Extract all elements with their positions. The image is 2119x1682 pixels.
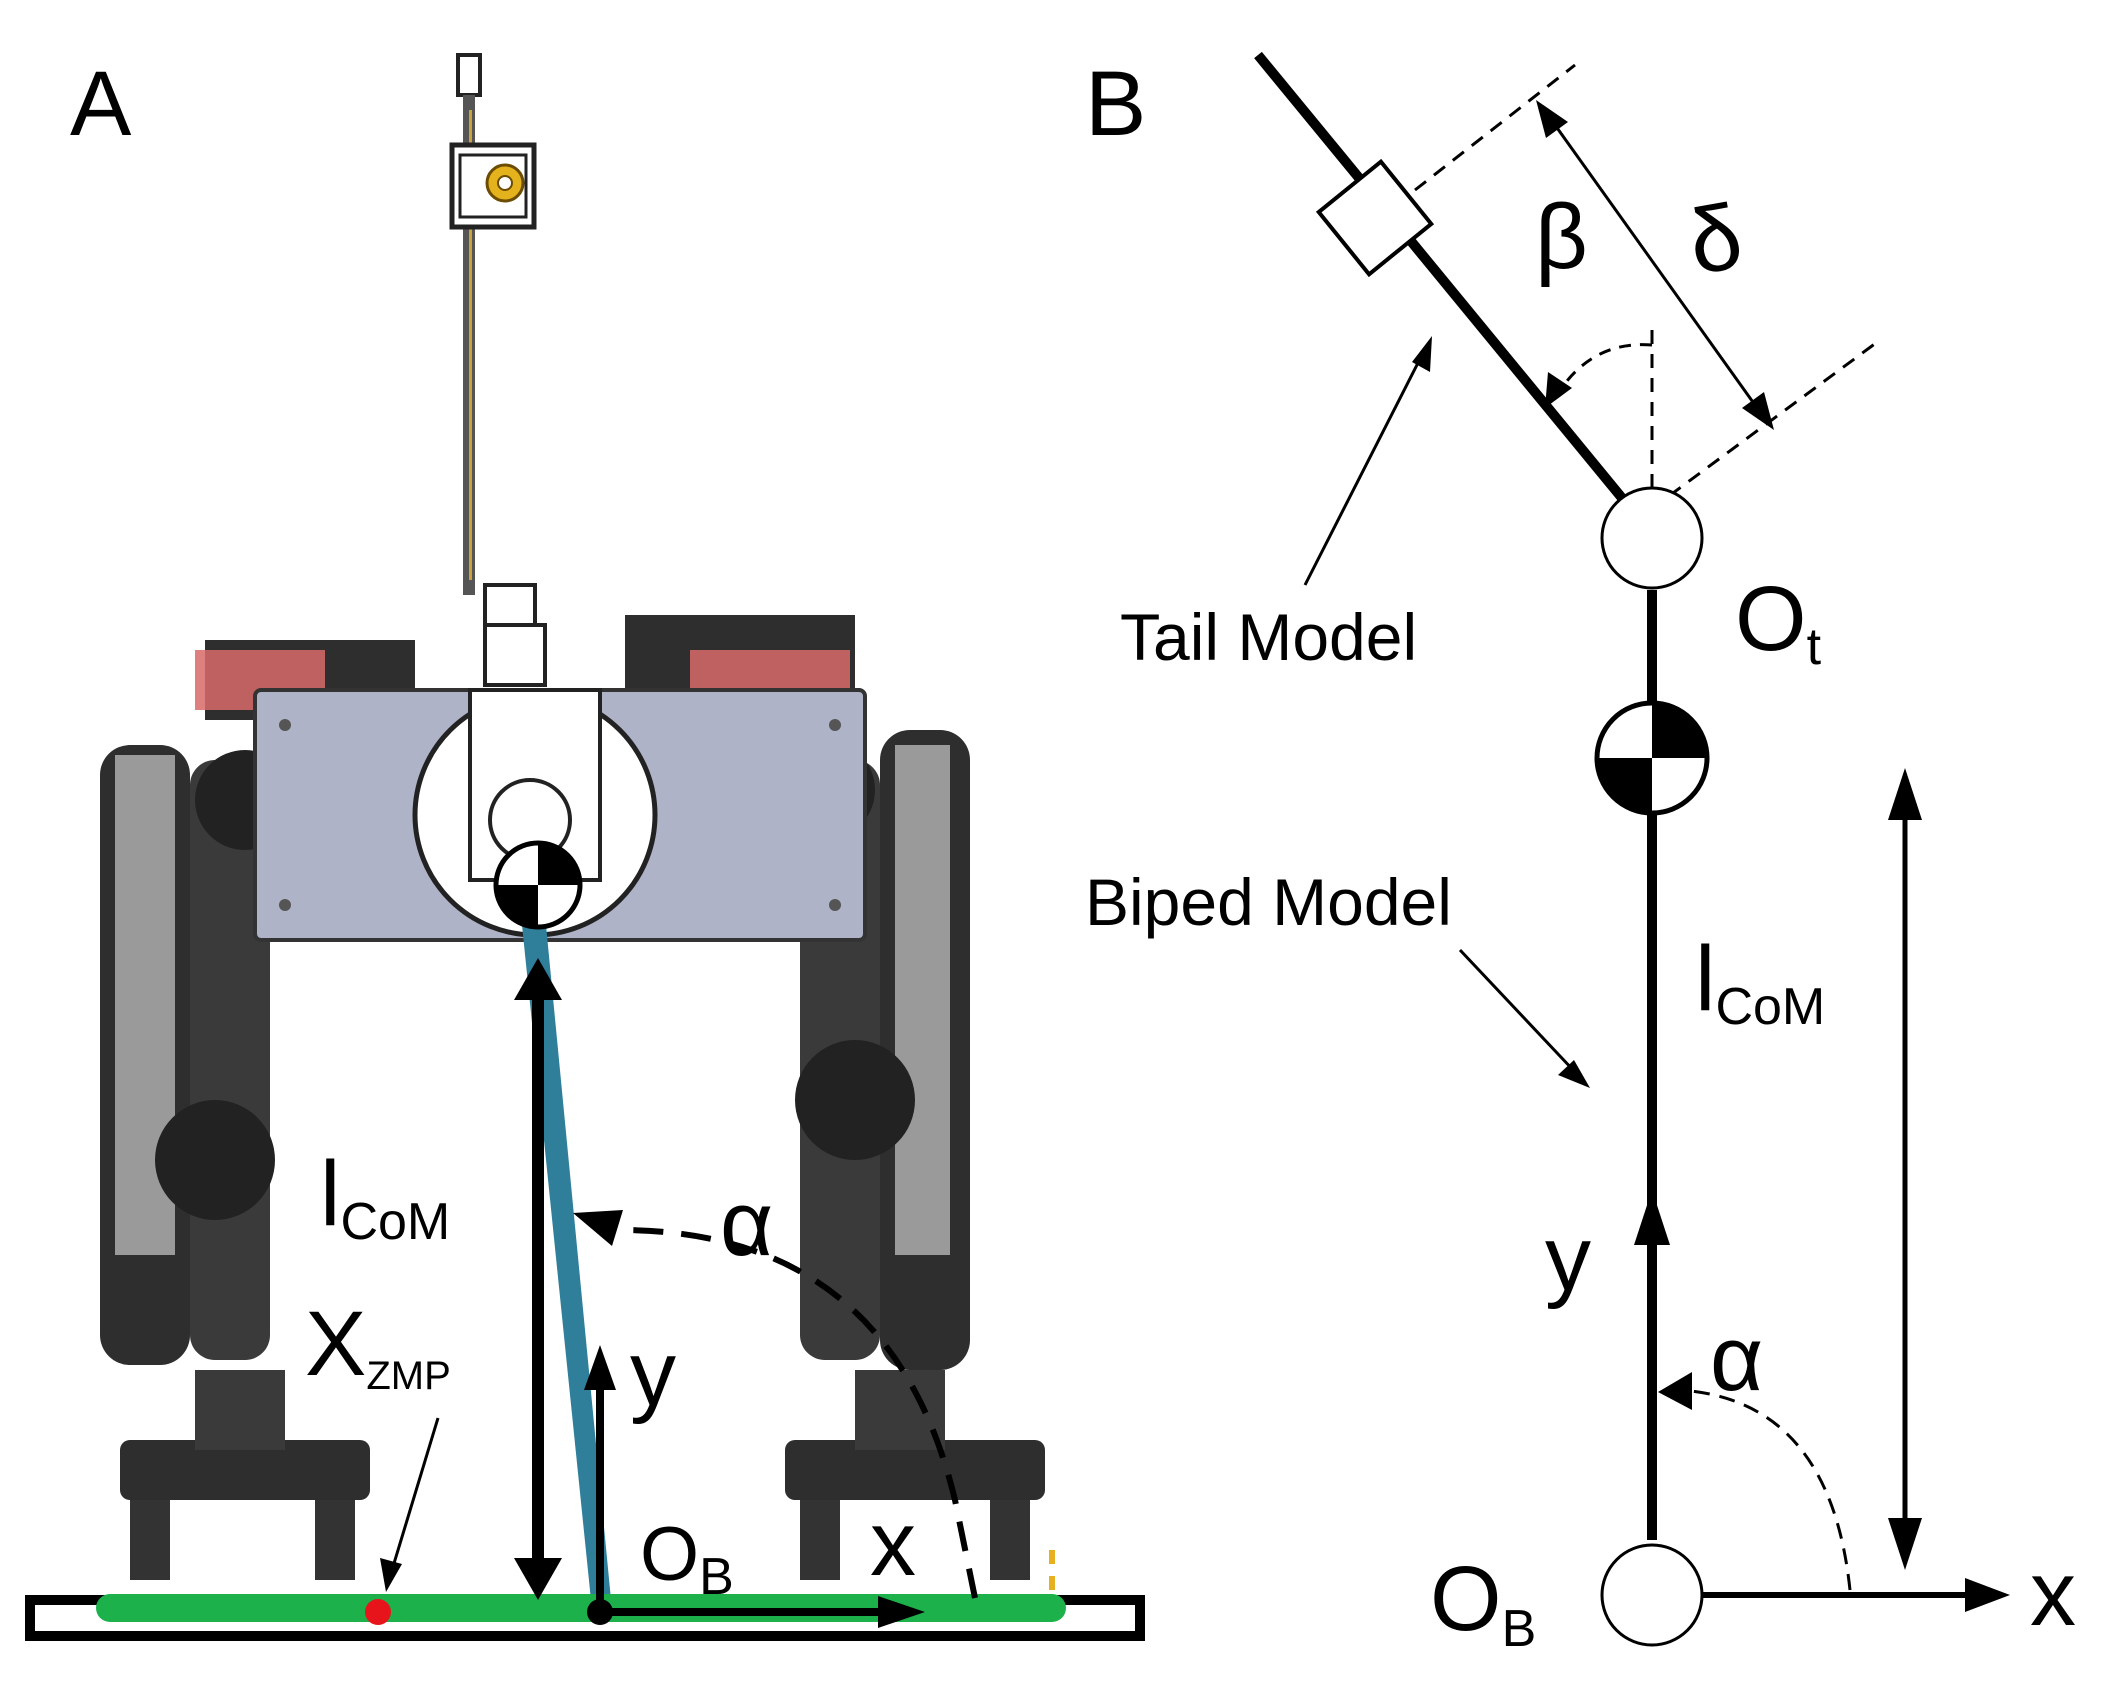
biped-model-leader xyxy=(1458,948,1577,1074)
delta-label: δ xyxy=(1681,185,1749,294)
panel-b-label: B xyxy=(1085,53,1146,155)
x-label-a: x xyxy=(870,1493,916,1595)
beta-label: β xyxy=(1535,186,1588,288)
y-label-a: y xyxy=(630,1323,676,1425)
tail-origin-label: Ot xyxy=(1735,568,1822,676)
delta-arrow xyxy=(1548,117,1762,413)
alpha-label-b: α xyxy=(1710,1308,1763,1410)
panel-a: A lCoM XZMP α y x OB xyxy=(25,53,1145,1641)
xzmp-label: XZMP xyxy=(305,1293,451,1398)
panel-b: B β δ Tail Model Biped Model Ot lCoM y α… xyxy=(1085,51,2076,1658)
biped-model-label: Biped Model xyxy=(1085,865,1452,939)
com-marker-b xyxy=(1594,700,1710,816)
tail-rod xyxy=(1254,51,1626,502)
origin-label-b: OB xyxy=(1430,1548,1536,1658)
origin-label-a: OB xyxy=(640,1512,734,1606)
tail-joint xyxy=(1600,486,1704,590)
robot-left-leg xyxy=(100,745,370,1580)
alpha-label-a: α xyxy=(720,1173,773,1275)
x-label-b: x xyxy=(2030,1543,2076,1645)
lcom-label-a: lCoM xyxy=(320,1143,450,1251)
tail-model-label: Tail Model xyxy=(1120,600,1417,674)
com-marker-a xyxy=(493,840,583,930)
base-joint xyxy=(1600,1543,1704,1647)
robot-tail xyxy=(449,53,547,687)
alpha-arc-a xyxy=(619,1227,978,1599)
pendulum-line xyxy=(522,925,612,1610)
lcom-label-b: lCoM xyxy=(1695,928,1825,1036)
alpha-arc-b xyxy=(1679,1388,1852,1591)
zmp-point xyxy=(365,1599,391,1625)
panel-a-label: A xyxy=(70,53,132,155)
tail-mass xyxy=(1315,158,1435,278)
zmp-leader-arrow xyxy=(390,1417,440,1571)
y-label-b: y xyxy=(1545,1208,1591,1310)
tail-model-leader xyxy=(1303,354,1424,586)
